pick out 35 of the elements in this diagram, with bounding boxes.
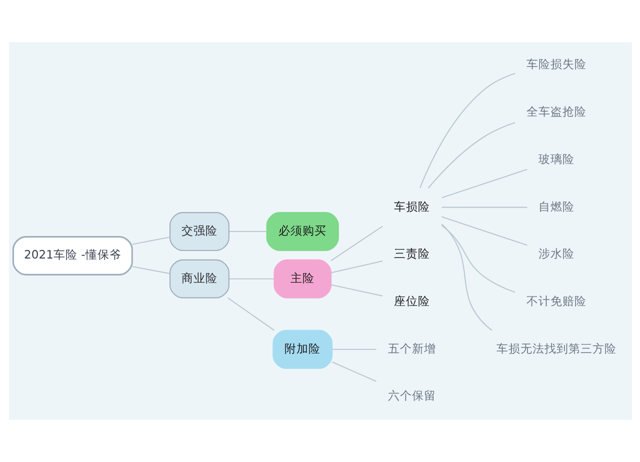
connector bbox=[441, 206, 527, 208]
node-text: 五个新增 bbox=[388, 341, 436, 356]
node-text: 六个保留 bbox=[388, 388, 436, 403]
node-text: 三责险 bbox=[394, 246, 430, 261]
connector bbox=[440, 224, 492, 331]
node-text: 车损险 bbox=[394, 199, 430, 214]
node-text: 玻璃险 bbox=[538, 152, 574, 166]
node-text: 车损无法找到第三方险 bbox=[496, 341, 616, 356]
node-text: 自燃险 bbox=[538, 199, 574, 214]
connector bbox=[441, 168, 527, 198]
node-box: 交强险 bbox=[168, 212, 229, 251]
connector bbox=[227, 298, 274, 331]
node-text: 全车盗抢险 bbox=[526, 104, 586, 119]
node-box: 必须购买 bbox=[266, 212, 338, 251]
node-text: 车险损失险 bbox=[526, 57, 586, 72]
connector bbox=[427, 122, 515, 188]
connector bbox=[228, 278, 274, 280]
connector bbox=[332, 348, 376, 350]
connector bbox=[330, 284, 382, 296]
connector bbox=[132, 236, 170, 245]
node-text: 座位险 bbox=[394, 294, 430, 308]
connector bbox=[440, 224, 515, 293]
connector bbox=[228, 231, 266, 232]
connector bbox=[330, 226, 382, 262]
connector bbox=[330, 260, 382, 274]
connector bbox=[331, 361, 376, 382]
connector bbox=[419, 72, 515, 188]
node-box: 2021车险 -懂保爷 bbox=[12, 236, 132, 276]
connector bbox=[132, 266, 170, 274]
node-box: 商业险 bbox=[168, 259, 229, 298]
node-text: 涉水险 bbox=[538, 246, 574, 261]
node-box: 主险 bbox=[273, 259, 332, 298]
connector bbox=[440, 216, 527, 246]
node-box: 附加险 bbox=[272, 330, 332, 369]
node-text: 不计免赔险 bbox=[526, 294, 586, 308]
